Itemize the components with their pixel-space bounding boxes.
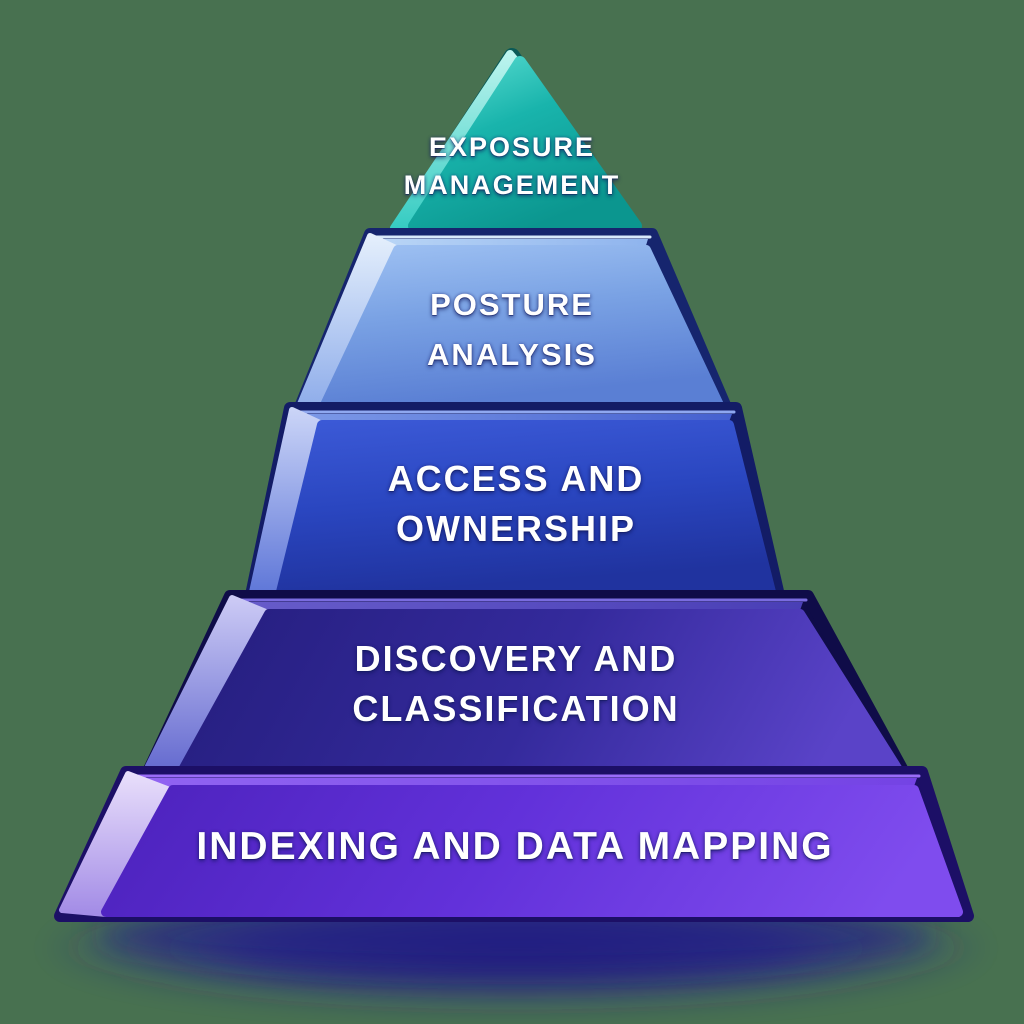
- layer-shape-posture-analysis: [292, 228, 734, 418]
- layer-shape-indexing-and-data-mapping: [54, 766, 974, 922]
- layer-shape-access-and-ownership: [244, 402, 786, 606]
- layer-shape-discovery-and-classification: [140, 590, 912, 782]
- layer-shape-exposure-management: [384, 48, 648, 248]
